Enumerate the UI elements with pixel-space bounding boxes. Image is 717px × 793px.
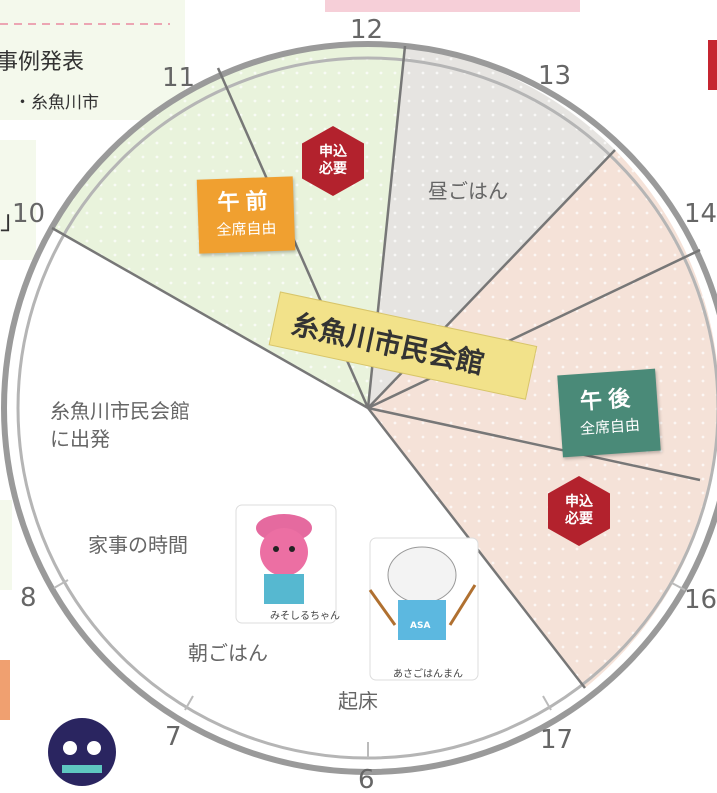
clock-outer-ring [1,41,717,775]
rice-character: ASA [368,537,479,681]
hour-13: 13 [538,61,571,91]
top-strip [325,0,580,12]
badge-bottom-line1: 申込 [565,494,593,510]
header-line1: 事例発表 [0,50,85,75]
side-panel-2 [0,500,12,590]
housework-label: 家事の時間 [88,533,188,557]
depart-label-2: に出発 [50,427,110,451]
lunch-label: 昼ごはん [428,179,508,203]
hour-7: 7 [165,722,182,752]
left-edge-art [0,660,10,720]
hour-16: 16 [684,585,717,615]
badge-top-line1: 申込 [319,144,347,160]
rice-shirt-text: ASA [410,621,430,631]
hour-11: 11 [162,63,195,93]
morning-title: 午前 [217,189,274,216]
hour-14: 14 [684,199,717,229]
hour-6: 6 [358,765,375,793]
morning-box: 午前 全席自由 [196,176,296,254]
hour-numerals: 12 13 14 16 17 6 7 8 10 11 [12,15,717,793]
afternoon-sub: 全席自由 [579,415,641,439]
afternoon-title: 午後 [579,386,637,415]
depart-label-1: 糸魚川市民会館 [50,399,190,423]
activity-labels: 昼ごはん 糸魚川市民会館 に出発 家事の時間 朝ごはん 起床 [50,179,508,713]
morning-sub: 全席自由 [216,218,277,240]
miso-character [235,504,337,624]
hour-17: 17 [540,725,573,755]
rice-character-name: あさごはんまん [393,669,463,680]
left-bracket: 」 [0,206,27,236]
breakfast-label: 朝ごはん [188,641,268,665]
corner-mark [708,40,717,90]
reservation-badge-top: 申込 必要 [302,126,364,196]
badge-top-line2: 必要 [319,161,347,177]
hour-ticks [53,579,686,758]
afternoon-box: 午後 全席自由 [557,368,661,458]
header-line2: ・糸魚川市 [14,93,99,113]
wakeup-label: 起床 [338,689,378,713]
villain-character [48,718,116,786]
hour-8: 8 [20,583,37,613]
hour-10: 10 [12,199,45,229]
side-panel [0,140,36,260]
badge-bottom-line2: 必要 [565,511,593,527]
hour-12: 12 [350,15,383,45]
note-panel [0,0,185,120]
miso-character-name: みそしるちゃん [270,611,340,622]
